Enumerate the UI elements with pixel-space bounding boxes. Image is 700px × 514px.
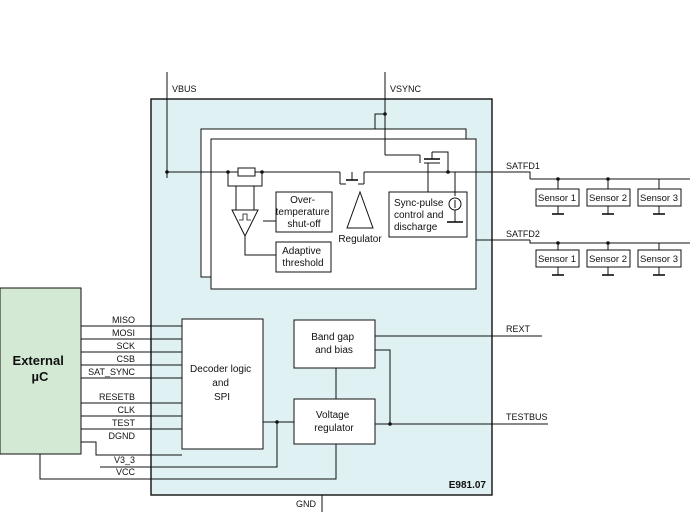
signal-csb: CSB: [116, 354, 135, 364]
testbus-label: TESTBUS: [506, 412, 548, 422]
over-temp-line2: temperature: [276, 207, 330, 218]
signal-miso: MISO: [112, 315, 135, 325]
voltage-regulator-block: [293, 398, 376, 445]
band-gap-block: [293, 319, 376, 369]
regulator-symbol: [346, 190, 374, 229]
svg-text:Decoder logic and SPI: Decoder logic and SPI: [190, 364, 254, 403]
signal-clk: CLK: [117, 405, 135, 415]
svg-text:Voltage regulator: Voltage regulator: [314, 410, 354, 434]
regulator-label: Regulator: [338, 234, 382, 245]
comparator-symbol: [231, 209, 259, 238]
external-uc-line2: µC: [32, 369, 49, 384]
signal-v3-3: V3_3: [114, 455, 135, 465]
svg-text:Adaptive threshold: Adaptive threshold: [282, 246, 324, 269]
gnd-label: GND: [296, 499, 317, 509]
signal-dgnd: DGND: [109, 431, 136, 441]
over-temp-line3: shut-off: [287, 219, 320, 230]
sync-line1: Sync-pulse: [394, 198, 444, 209]
band-gap-line1: Band gap: [311, 332, 354, 343]
satfd1-label: SATFD1: [506, 161, 540, 171]
over-temp-line1: Over-: [290, 195, 315, 206]
sensor-label: Sensor 1: [538, 254, 576, 265]
sense-resistor: [237, 167, 256, 177]
sync-line3: discharge: [394, 222, 438, 233]
svg-text:Over- temperature shut: Over- temperature shut-off: [276, 195, 333, 230]
sensor-label: Sensor 1: [538, 193, 576, 204]
svg-text:External µC: External µC: [13, 353, 68, 384]
sync-line2: control and: [394, 210, 443, 221]
rext-label: REXT: [506, 324, 531, 334]
external-uc-block: [0, 287, 82, 455]
signal-vcc: VCC: [116, 467, 136, 477]
vbus-label: VBUS: [172, 84, 197, 94]
sensor-row-1: Sensor 1 Sensor 2 Sensor 3: [535, 188, 682, 215]
decoder-line3: SPI: [214, 392, 230, 403]
external-uc-line1: External: [13, 353, 64, 368]
adaptive-line1: Adaptive: [282, 246, 321, 257]
signal-mosi: MOSI: [112, 328, 135, 338]
svg-text:Band gap and bias: Band gap and bias: [311, 332, 357, 356]
signal-sat-sync: SAT_SYNC: [88, 367, 135, 377]
adaptive-threshold-block: [275, 241, 332, 273]
voltage-reg-line2: regulator: [314, 423, 354, 434]
vsync-label: VSYNC: [390, 84, 422, 94]
satfd2-label: SATFD2: [506, 229, 540, 239]
band-gap-line2: and bias: [315, 345, 353, 356]
sensor-row-2: Sensor 1 Sensor 2 Sensor 3: [535, 249, 682, 276]
decoder-line2: and: [212, 378, 229, 389]
left-signals: [39, 325, 337, 480]
signal-sck: SCK: [116, 341, 135, 351]
sensor-label: Sensor 3: [640, 193, 678, 204]
signal-resetb: RESETB: [99, 392, 135, 402]
chip-label: E981.07: [449, 480, 487, 491]
sensor-label: Sensor 3: [640, 254, 678, 265]
voltage-reg-line1: Voltage: [316, 410, 350, 421]
over-temperature-block: [275, 191, 333, 233]
adaptive-line2: threshold: [282, 258, 323, 269]
signal-test: TEST: [112, 418, 136, 428]
sensor-label: Sensor 2: [589, 254, 627, 265]
sensor-label: Sensor 2: [589, 193, 627, 204]
decoder-block: [181, 318, 264, 450]
decoder-line1: Decoder logic: [190, 364, 251, 375]
svg-text:Sync-pulse control and: Sync-pulse control and discharge: [394, 198, 446, 233]
